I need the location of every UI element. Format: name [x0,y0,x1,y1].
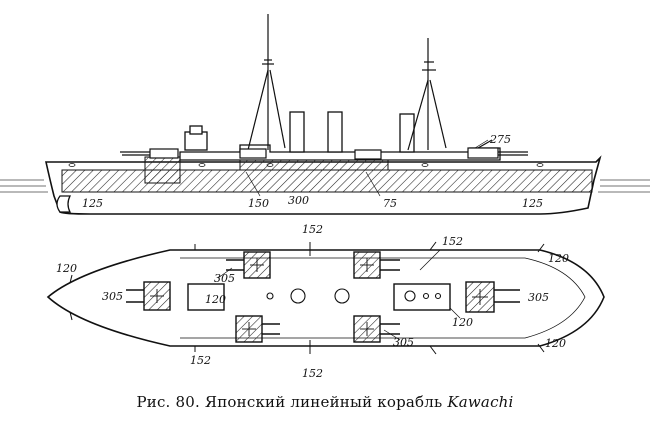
water-lines [0,179,650,193]
caption-prefix: Рис. 80. [136,393,200,411]
masts [247,14,447,151]
label-armor-fwd: 150 [248,197,269,210]
label-top-mid: 152 [302,223,323,236]
fwd-conning [189,125,203,135]
label-aft-box: 120 [452,316,473,329]
label-armor-aft-mid: 75 [383,197,397,210]
funnel-2 [327,111,343,153]
side-profile [0,14,650,215]
label-armor-stern: 125 [522,197,543,210]
turret-fwd-wing-bottom [235,315,280,343]
caption-ship-name: Kawachi [447,393,514,411]
portholes [68,163,544,167]
label-turret-aft: 275 [489,133,511,146]
profile-leaders [245,139,489,197]
deck-inner-outline [180,257,586,339]
turret-aft-wing-bottom [353,315,400,343]
label-bow-turret: 305 [102,290,123,303]
turret-aft-wing-top [353,251,400,279]
label-bottom-mid: 152 [302,367,323,380]
upper-strake-fwd [144,156,181,184]
funnel-circles [266,288,442,304]
profile-turrets [120,139,528,160]
label-stern-turret: 305 [528,291,549,304]
armor-belt [61,169,593,193]
label-aft-wing-turret: 305 [393,336,414,349]
funnel-3 [399,113,415,153]
plan-view [46,241,605,355]
label-stern-right-top: 120 [548,252,569,265]
turret-stern [465,281,520,313]
bow-ram [56,195,72,213]
caption-text: Японский линейный корабль [204,393,443,411]
hull-outline-plan [46,249,605,347]
plan-leaders [217,249,461,341]
label-bow-left: 120 [56,262,77,275]
label-stern-right-bottom: 120 [545,337,566,350]
label-armor-main: 300 [288,194,309,207]
label-top-right: 152 [442,235,463,248]
turret-fwd-wing-top [226,251,271,279]
label-fwd-box: 120 [205,293,226,306]
label-armor-bow: 125 [82,197,103,210]
funnel-1 [289,111,305,153]
label-fwd-wing-turret: 305 [214,272,235,285]
armor-ticks [69,241,545,355]
label-bottom-left: 152 [190,354,211,367]
aft-box [393,283,451,311]
fwd-bridge [184,131,208,151]
turret-bow [126,281,171,311]
figure-caption: Рис. 80. Японский линейный корабль Kawac… [0,393,650,411]
fwd-box [187,283,225,311]
